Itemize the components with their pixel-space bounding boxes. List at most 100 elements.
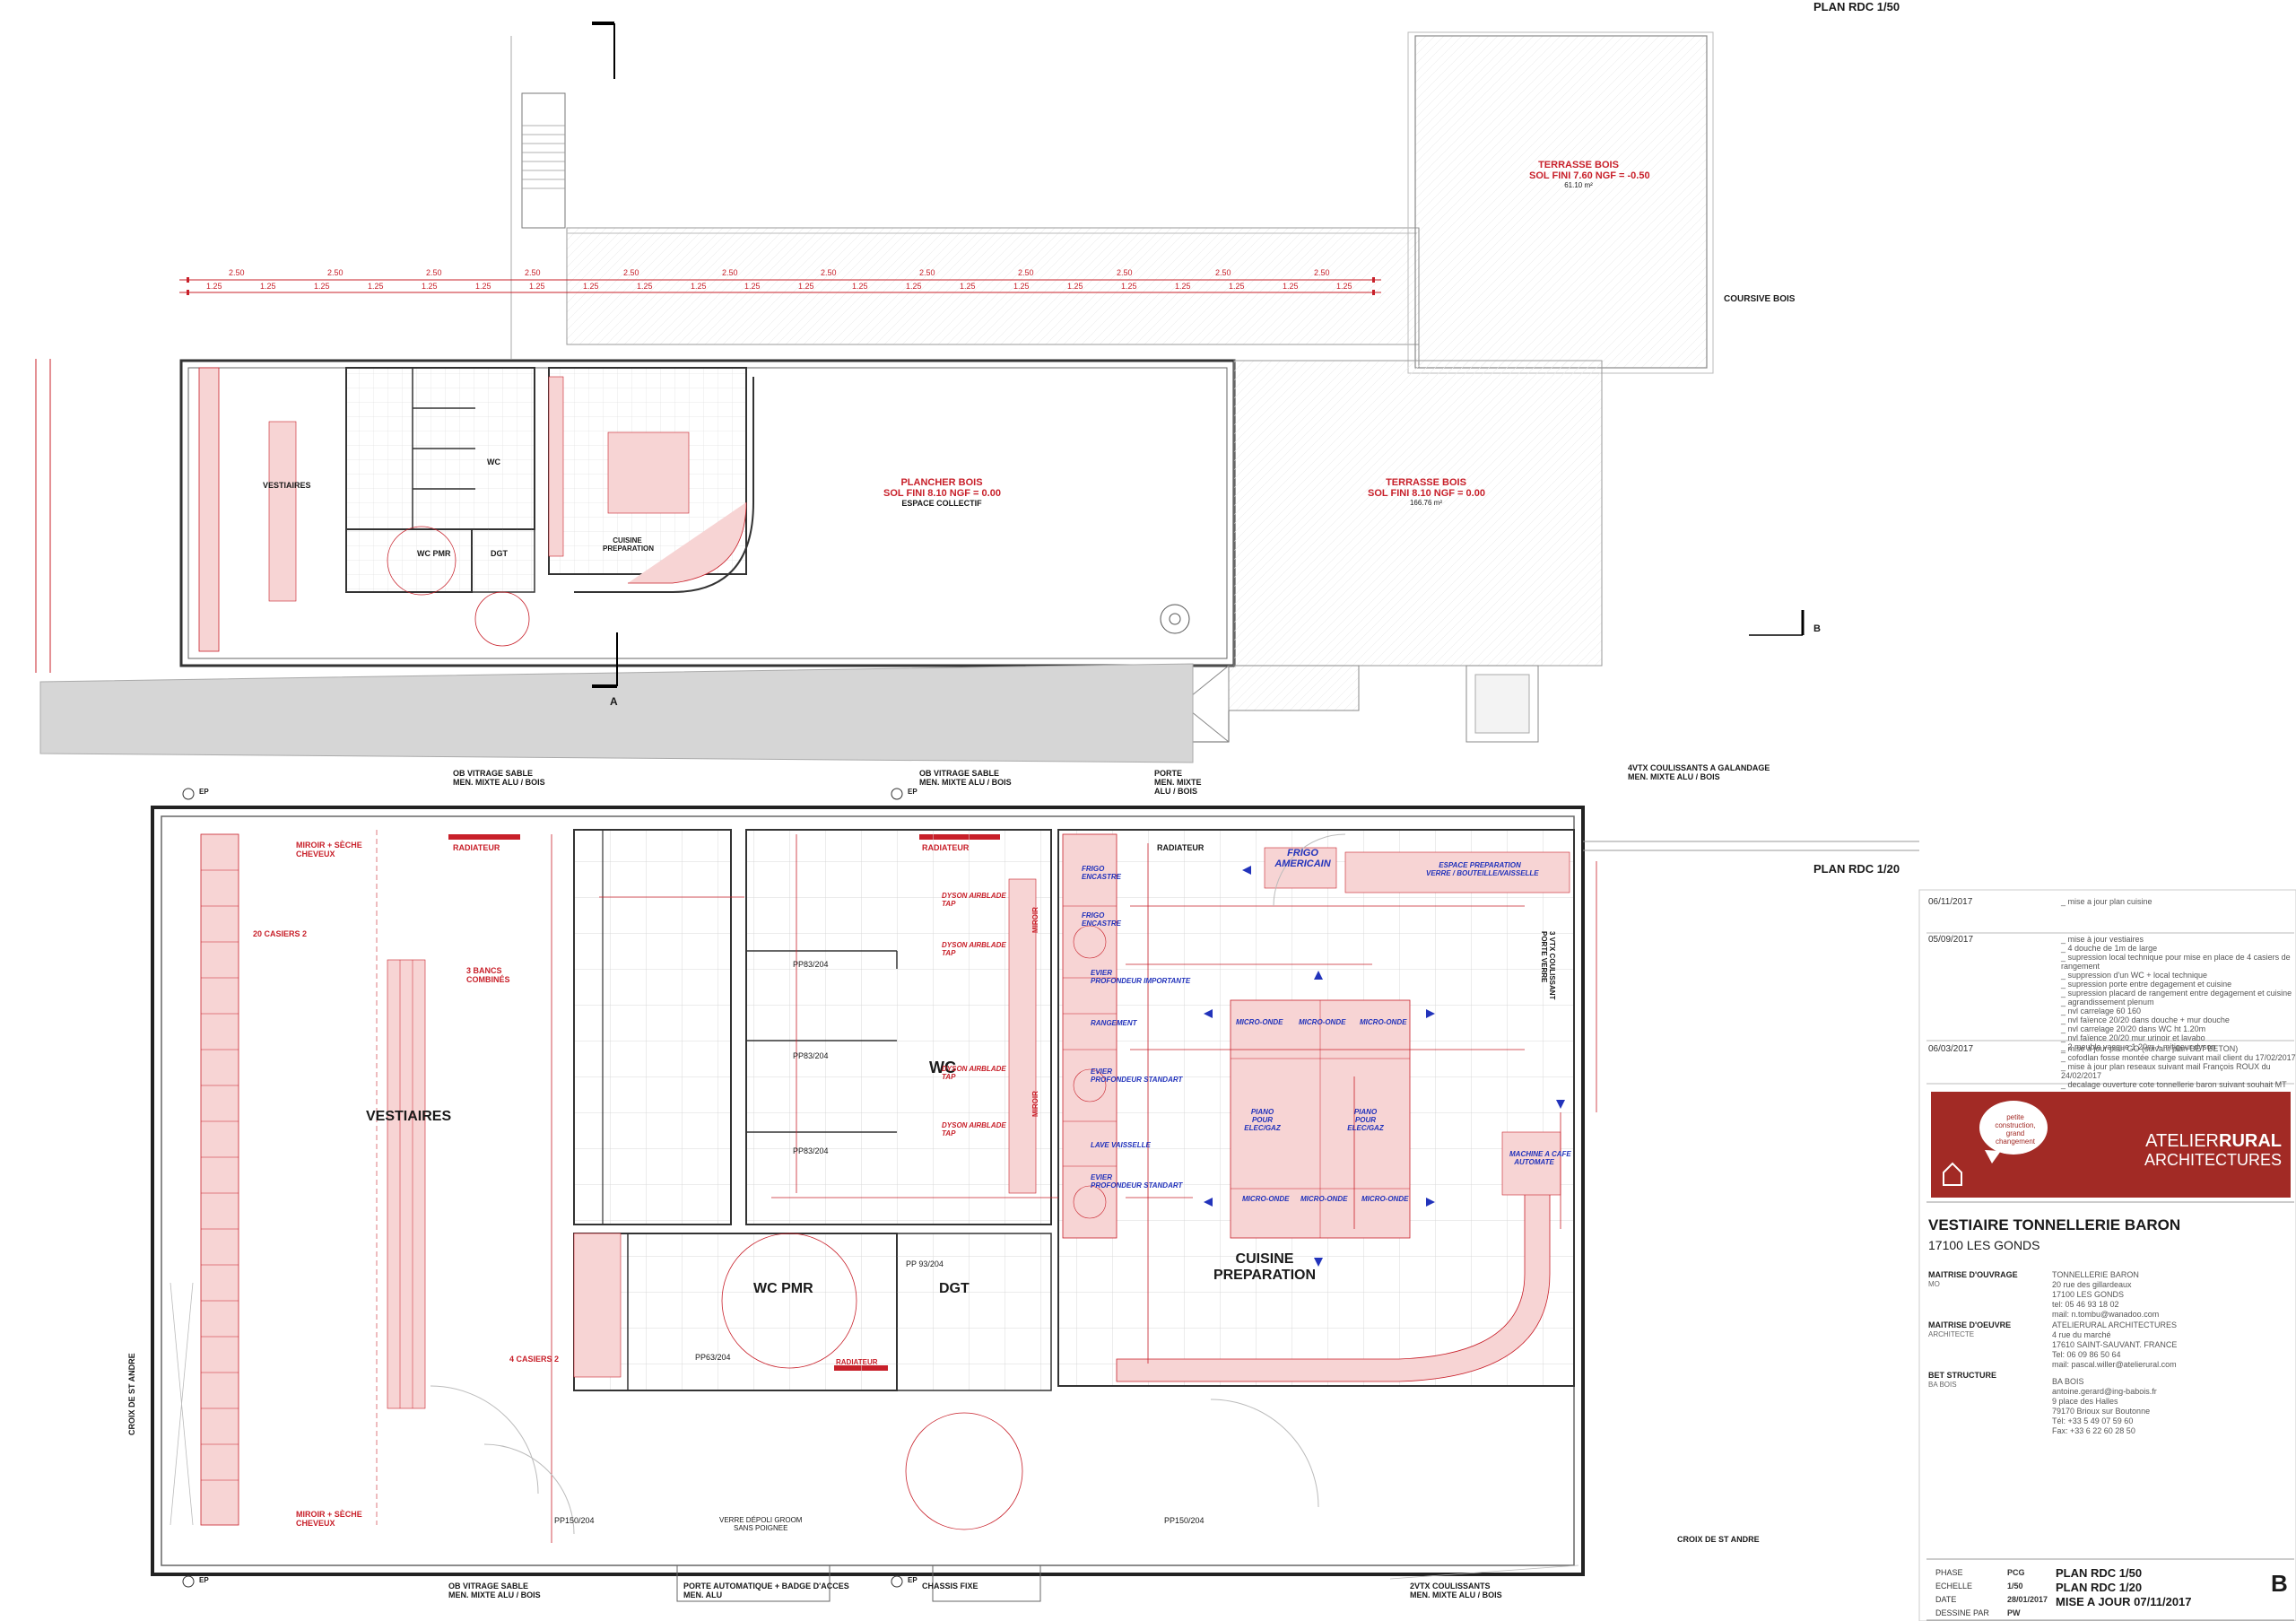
miroir-bottom: MIROIR + SÈCHE CHEVEUX	[296, 1510, 362, 1528]
dyson-4-line2: TAP	[942, 1129, 956, 1137]
piano-2-line3: ELEC/GAZ	[1347, 1124, 1384, 1132]
vtx-top: 4VTX COULISSANTS A GALANDAGE MEN. MIXTE …	[1628, 763, 1770, 781]
evier-standart-1-line2: PROFONDEUR STANDART	[1091, 1076, 1183, 1084]
coursive-label: COURSIVE BOIS	[1724, 294, 1796, 304]
frigo-americain-line1: FRIGO	[1287, 848, 1318, 858]
porte-automatique: PORTE AUTOMATIQUE + BADGE D'ACCES MEN. A…	[683, 1582, 849, 1599]
ob3-line2: MEN. MIXTE ALU / BOIS	[448, 1590, 541, 1599]
dyson-1: DYSON AIRBLADE TAP	[942, 892, 1006, 908]
upper-wcpmr-label: WC PMR	[417, 549, 451, 558]
terrace-top-label: TERRASSE BOIS SOL FINI 7.60 NGF = -0.50 …	[1529, 160, 1650, 189]
dimension-label: 2.50	[623, 268, 639, 277]
logo-house-icon	[1943, 1101, 2048, 1186]
dimension-label: 1.25	[475, 282, 491, 291]
dimension-label: 1.25	[314, 282, 330, 291]
ep-label-1: EP	[199, 788, 209, 796]
wc-title: WC	[929, 1059, 956, 1076]
frigo-encastre-2: FRIGO ENCASTRE	[1082, 911, 1121, 928]
croix-st-andre-left: CROIX DE ST ANDRE	[127, 1353, 136, 1435]
terrace-bottom-label: TERRASSE BOIS SOL FINI 8.10 NGF = 0.00 1…	[1368, 477, 1485, 507]
vtx-coulissants-bottom: 2VTX COULISSANTS MEN. MIXTE ALU / BOIS	[1410, 1582, 1502, 1599]
dimension-label: 2.50	[1117, 268, 1133, 277]
dimension-label: 1.25	[1121, 282, 1137, 291]
evier-standart-1-line1: EVIER	[1091, 1068, 1113, 1076]
dimension-label: 1.25	[744, 282, 761, 291]
evier-standart-2-line2: PROFONDEUR STANDART	[1091, 1181, 1183, 1190]
upper-dgt-label: DGT	[491, 549, 508, 558]
chassis-fixe: CHASSIS FIXE	[922, 1582, 978, 1590]
espace-prep-line2: VERRE / BOUTEILLE/VAISSELLE	[1426, 869, 1539, 877]
cuisine-line1: CUISINE	[1235, 1251, 1294, 1267]
pp93: PP 93/204	[906, 1259, 944, 1268]
dimension-label: 2.50	[426, 268, 442, 277]
ob1-line2: MEN. MIXTE ALU / BOIS	[453, 778, 545, 787]
dimension-label: 1.25	[960, 282, 976, 291]
plan-1-title: PLAN RDC 1/50	[2056, 1566, 2143, 1580]
section-a-marker: A	[610, 695, 618, 708]
ob2-line2: MEN. MIXTE ALU / BOIS	[919, 778, 1012, 787]
project-location: 17100 LES GONDS	[1928, 1238, 2040, 1252]
miroir-top: MIROIR + SÈCHE CHEVEUX	[296, 841, 362, 858]
dimension-label: 2.50	[1314, 268, 1330, 277]
terrace-top-area: 61.10 m²	[1564, 181, 1593, 189]
dimension-label: 1.25	[1067, 282, 1083, 291]
dimension-label: 2.50	[1215, 268, 1231, 277]
echelle-label: ECHELLE	[1935, 1582, 1973, 1590]
terrace-bottom-line2: SOL FINI 8.10 NGF = 0.00	[1368, 488, 1485, 499]
espace-prep-line1: ESPACE PREPARATION	[1439, 861, 1521, 869]
date-value: 28/01/2017	[2007, 1595, 2048, 1604]
radiateur-3: RADIATEUR	[836, 1358, 878, 1366]
dimension-label: 1.25	[852, 282, 868, 291]
dimension-label: 1.25	[1229, 282, 1245, 291]
dimension-label: 1.25	[260, 282, 276, 291]
upper-vestiaires-label: VESTIAIRES	[263, 481, 311, 490]
lave-vaisselle: LAVE VAISSELLE	[1091, 1141, 1151, 1149]
update-title: MISE A JOUR 07/11/2017	[2056, 1595, 2192, 1608]
pp63: PP63/204	[695, 1353, 731, 1362]
frigo-americain: FRIGO AMERICAIN	[1269, 848, 1336, 869]
ob-vitrage-3: OB VITRAGE SABLE MEN. MIXTE ALU / BOIS	[448, 1582, 541, 1599]
frigo-encastre-1: FRIGO ENCASTRE	[1082, 865, 1121, 881]
miroir-bottom-line1: MIROIR + SÈCHE	[296, 1510, 362, 1519]
evier-importante: EVIER PROFONDEUR IMPORTANTE	[1091, 969, 1190, 985]
piano-1: PIANO POUR ELEC/GAZ	[1242, 1108, 1283, 1132]
dimension-label: 1.25	[1175, 282, 1191, 291]
miroir-top-line2: CHEVEUX	[296, 850, 335, 858]
radiateur-right: RADIATEUR	[1157, 843, 1205, 852]
dimension-label: 1.25	[637, 282, 653, 291]
bet-sub: BA BOIS	[1928, 1381, 1957, 1389]
machine-cafe: MACHINE A CAFE AUTOMATE	[1509, 1150, 1571, 1166]
dimension-label: 1.25	[206, 282, 222, 291]
casiers-20-label: 20 CASIERS 2	[253, 929, 308, 938]
phase-value: PCG	[2007, 1568, 2025, 1577]
evier-importante-line2: PROFONDEUR IMPORTANTE	[1091, 977, 1191, 985]
logo-name-1: ATELIER	[2145, 1131, 2219, 1151]
micro-onde-2: MICRO-ONDE	[1299, 1018, 1346, 1026]
miroir-wc-2: MIROIR	[1031, 1091, 1039, 1117]
dimension-label: 1.25	[1283, 282, 1299, 291]
dimension-label: 2.50	[919, 268, 935, 277]
vtx2-line2: MEN. MIXTE ALU / BOIS	[1410, 1590, 1502, 1599]
piano-1-line1: PIANO	[1250, 1108, 1274, 1116]
miroir-bottom-line2: CHEVEUX	[296, 1519, 335, 1528]
terrace-top-line2: SOL FINI 7.60 NGF = -0.50	[1529, 170, 1650, 181]
verre-depoli-line1: VERRE DÉPOLI GROOM	[719, 1516, 803, 1524]
micro-onde-4: MICRO-ONDE	[1242, 1195, 1290, 1203]
ob3-line1: OB VITRAGE SABLE	[448, 1582, 529, 1590]
revision-date-1: 06/11/2017	[1928, 897, 1973, 907]
upper-cuisine-label: CUISINE PREPARATION	[603, 536, 654, 553]
porte-top-line1: PORTE	[1154, 769, 1183, 778]
porte-top-line2: MEN. MIXTE	[1154, 778, 1202, 787]
upper-plan	[35, 22, 1805, 763]
dyson-4-line1: DYSON AIRBLADE	[942, 1121, 1006, 1129]
porte-auto-line1: PORTE AUTOMATIQUE + BADGE D'ACCES	[683, 1582, 849, 1590]
piano-1-line3: ELEC/GAZ	[1244, 1124, 1281, 1132]
atelier-rural-logo: petite construction, grand changement AT…	[1931, 1092, 2291, 1198]
sheet-title: PLAN RDC 1/50	[1813, 0, 1900, 13]
vtx-top-line2: MEN. MIXTE ALU / BOIS	[1628, 772, 1720, 781]
ob-vitrage-1: OB VITRAGE SABLE MEN. MIXTE ALU / BOIS	[453, 769, 545, 787]
dimension-label: 1.25	[422, 282, 438, 291]
cuisine-line2: PREPARATION	[1213, 1268, 1317, 1283]
ep-label-4: EP	[908, 1576, 918, 1584]
dyson-3-line2: TAP	[942, 1073, 956, 1081]
